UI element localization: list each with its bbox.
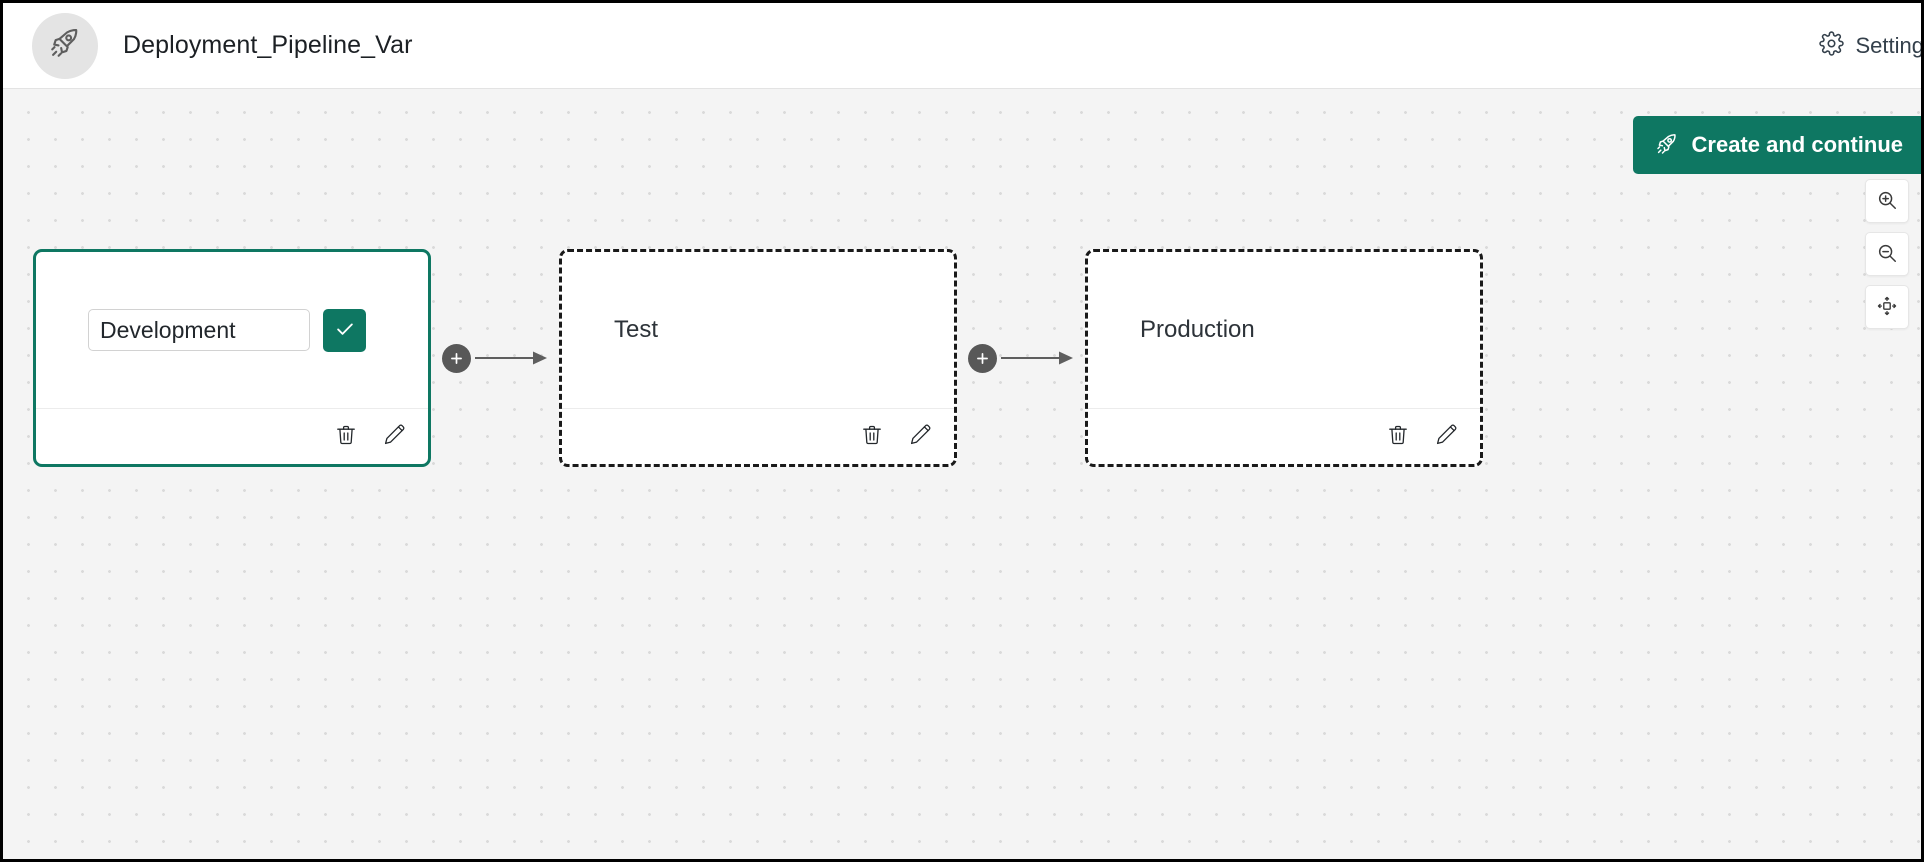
- pipeline-canvas[interactable]: Create and continue: [3, 89, 1921, 859]
- delete-node-button[interactable]: [1386, 423, 1410, 450]
- pipeline-node-production[interactable]: Production: [1085, 249, 1483, 467]
- trash-icon: [334, 423, 358, 450]
- app-badge: [32, 12, 98, 79]
- pipeline-connector-2: [957, 249, 1085, 467]
- fit-to-screen-icon: [1876, 295, 1898, 320]
- trash-icon: [860, 423, 884, 450]
- node-body: Production: [1088, 252, 1480, 408]
- stage-name-input[interactable]: [88, 309, 310, 351]
- settings-label[interactable]: Settings: [1855, 33, 1924, 58]
- rocket-icon: [48, 26, 82, 65]
- header-left-group: Deployment_Pipeline_Var: [32, 12, 413, 79]
- page-title: Deployment_Pipeline_Var: [123, 31, 413, 59]
- header-right-group[interactable]: Settings: [1818, 3, 1924, 89]
- rocket-icon: [1655, 132, 1679, 159]
- pencil-icon: [1434, 423, 1458, 450]
- pencil-icon: [908, 423, 932, 450]
- zoom-in-icon: [1876, 189, 1898, 214]
- pipeline-node-test[interactable]: Test: [559, 249, 957, 467]
- zoom-controls: [1865, 179, 1909, 329]
- delete-node-button[interactable]: [334, 423, 358, 450]
- arrow-icon: [474, 351, 547, 365]
- edit-node-button[interactable]: [382, 423, 406, 450]
- create-and-continue-button[interactable]: Create and continue: [1632, 116, 1921, 174]
- pipeline-connector-1: [431, 249, 559, 467]
- zoom-out-button[interactable]: [1865, 232, 1909, 276]
- node-footer: [562, 408, 954, 464]
- plus-icon: [976, 352, 988, 364]
- create-and-continue-label: Create and continue: [1691, 132, 1903, 157]
- node-footer: [1088, 408, 1480, 464]
- plus-icon: [450, 352, 462, 364]
- node-body: Test: [562, 252, 954, 408]
- pencil-icon: [382, 423, 406, 450]
- node-footer: [36, 408, 428, 464]
- node-title: Test: [614, 316, 659, 343]
- delete-node-button[interactable]: [860, 423, 884, 450]
- edit-node-button[interactable]: [1434, 423, 1458, 450]
- zoom-out-icon: [1876, 242, 1898, 267]
- app-header: Deployment_Pipeline_Var Settings: [3, 3, 1921, 89]
- arrow-icon: [1000, 351, 1073, 365]
- add-node-button[interactable]: [441, 343, 471, 373]
- edit-node-button[interactable]: [908, 423, 932, 450]
- check-icon: [334, 318, 356, 343]
- zoom-in-button[interactable]: [1865, 179, 1909, 223]
- pipeline-flow: Test: [33, 249, 1483, 467]
- pipeline-node-development[interactable]: [33, 249, 431, 467]
- confirm-stage-name-button[interactable]: [323, 308, 366, 352]
- node-title: Production: [1140, 316, 1255, 343]
- node-body: [36, 252, 428, 408]
- gear-icon[interactable]: [1818, 31, 1844, 61]
- add-node-button[interactable]: [967, 343, 997, 373]
- fit-to-screen-button[interactable]: [1865, 285, 1909, 329]
- trash-icon: [1386, 423, 1410, 450]
